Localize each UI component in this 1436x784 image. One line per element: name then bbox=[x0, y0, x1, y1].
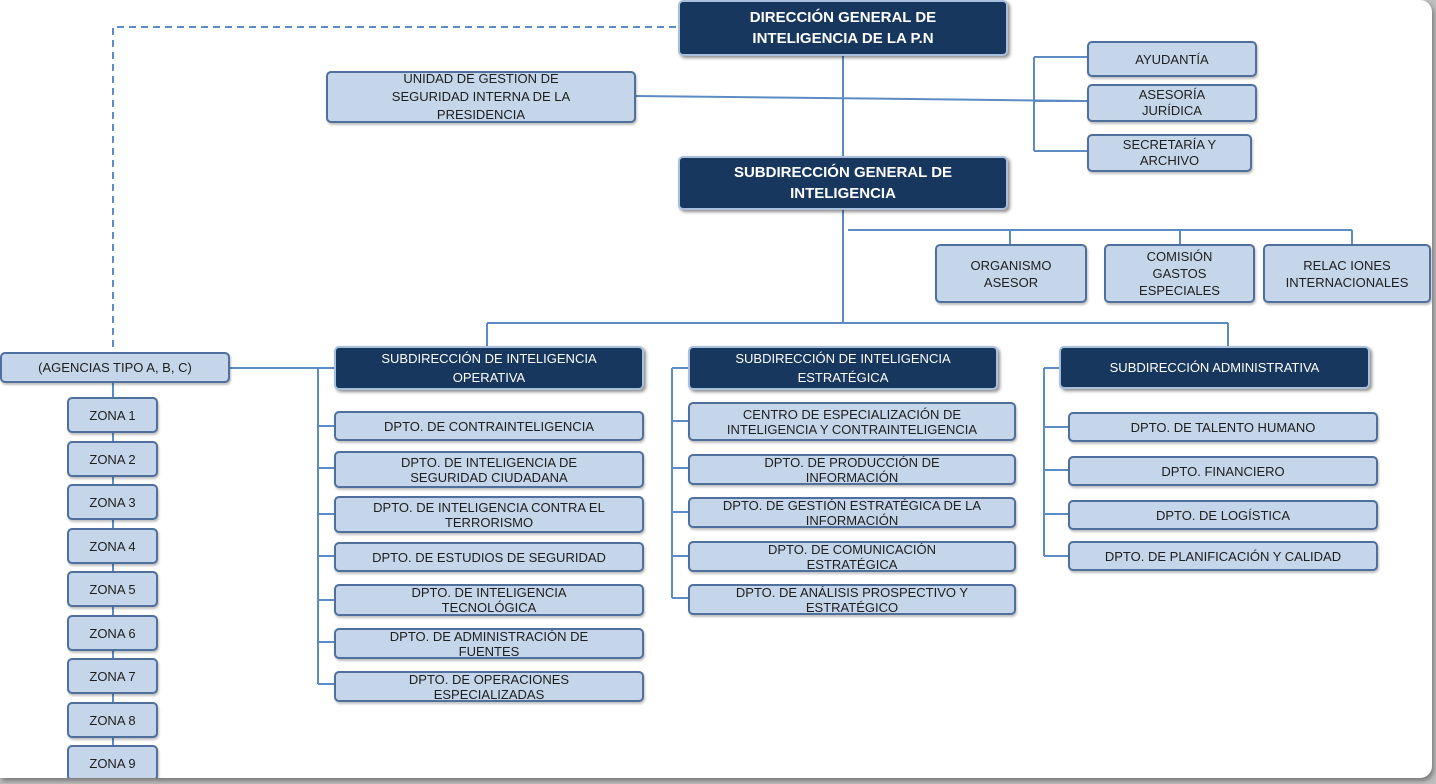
dept-box: DPTO. DE INTELIGENCIA DE SEGURIDAD CIUDA… bbox=[334, 451, 644, 488]
zone-box: ZONA 7 bbox=[67, 658, 158, 694]
agencias-box: (AGENCIAS TIPO A, B, C) bbox=[0, 352, 230, 383]
dept-box: DPTO. DE CONTRAINTELIGENCIA bbox=[334, 411, 644, 441]
dept-box: DPTO. FINANCIERO bbox=[1068, 456, 1378, 486]
dept-box: DPTO. DE OPERACIONES ESPECIALIZADAS bbox=[334, 671, 644, 702]
dept-box: DPTO. DE ADMINISTRACIÓN DE FUENTES bbox=[334, 628, 644, 659]
dept-box: DPTO. DE PRODUCCIÓN DE INFORMACIÓN bbox=[688, 454, 1016, 485]
dept-box: DPTO. DE COMUNICACIÓN ESTRATÉGICA bbox=[688, 541, 1016, 572]
zone-box: ZONA 8 bbox=[67, 702, 158, 738]
dept-box: DPTO. DE ESTUDIOS DE SEGURIDAD bbox=[334, 542, 644, 572]
direccion-general-box: DIRECCIÓN GENERAL DE INTELIGENCIA DE LA … bbox=[678, 0, 1008, 56]
dept-box: CENTRO DE ESPECIALIZACIÓN DE INTELIGENCI… bbox=[688, 402, 1016, 441]
dept-box: DPTO. DE GESTIÓN ESTRATÉGICA DE LA INFOR… bbox=[688, 497, 1016, 528]
relaciones-internacionales-box: RELAC IONES INTERNACIONALES bbox=[1263, 244, 1431, 303]
subdireccion-estrategica-box: SUBDIRECCIÓN DE INTELIGENCIA ESTRATÉGICA bbox=[688, 346, 998, 390]
dept-box: DPTO. DE INTELIGENCIA CONTRA EL TERRORIS… bbox=[334, 496, 644, 533]
subdireccion-administrativa-box: SUBDIRECCIÓN ADMINISTRATIVA bbox=[1059, 346, 1370, 389]
dept-box: DPTO. DE ANÁLISIS PROSPECTIVO Y ESTRATÉG… bbox=[688, 584, 1016, 615]
unidad-gestion-box: UNIDAD DE GESTIÓN DE SEGURIDAD INTERNA D… bbox=[326, 71, 636, 123]
zone-box: ZONA 6 bbox=[67, 615, 158, 651]
subdireccion-operativa-box: SUBDIRECCIÓN DE INTELIGENCIA OPERATIVA bbox=[334, 346, 644, 390]
dept-box: DPTO. DE TALENTO HUMANO bbox=[1068, 412, 1378, 442]
zone-box: ZONA 3 bbox=[67, 484, 158, 520]
comision-gastos-box: COMISIÓN GASTOS ESPECIALES bbox=[1104, 244, 1255, 303]
unidad-connector bbox=[635, 95, 1089, 102]
dept-box: DPTO. DE LOGÍSTICA bbox=[1068, 500, 1378, 530]
organismo-asesor-box: ORGANISMO ASESOR bbox=[935, 244, 1087, 303]
ayudantia-box: AYUDANTÍA bbox=[1087, 41, 1257, 77]
subdireccion-general-box: SUBDIRECCIÓN GENERAL DE INTELIGENCIA bbox=[678, 156, 1008, 210]
asesoria-juridica-box: ASESORÍA JURÍDICA bbox=[1087, 84, 1257, 122]
secretaria-archivo-box: SECRETARÍA Y ARCHIVO bbox=[1087, 134, 1252, 172]
zone-box: ZONA 9 bbox=[67, 745, 158, 778]
dept-box: DPTO. DE PLANIFICACIÓN Y CALIDAD bbox=[1068, 541, 1378, 571]
zone-box: ZONA 2 bbox=[67, 441, 158, 477]
zone-box: ZONA 4 bbox=[67, 528, 158, 564]
zone-box: ZONA 5 bbox=[67, 571, 158, 607]
zone-box: ZONA 1 bbox=[67, 397, 158, 433]
dept-box: DPTO. DE INTELIGENCIA TECNOLÓGICA bbox=[334, 584, 644, 616]
